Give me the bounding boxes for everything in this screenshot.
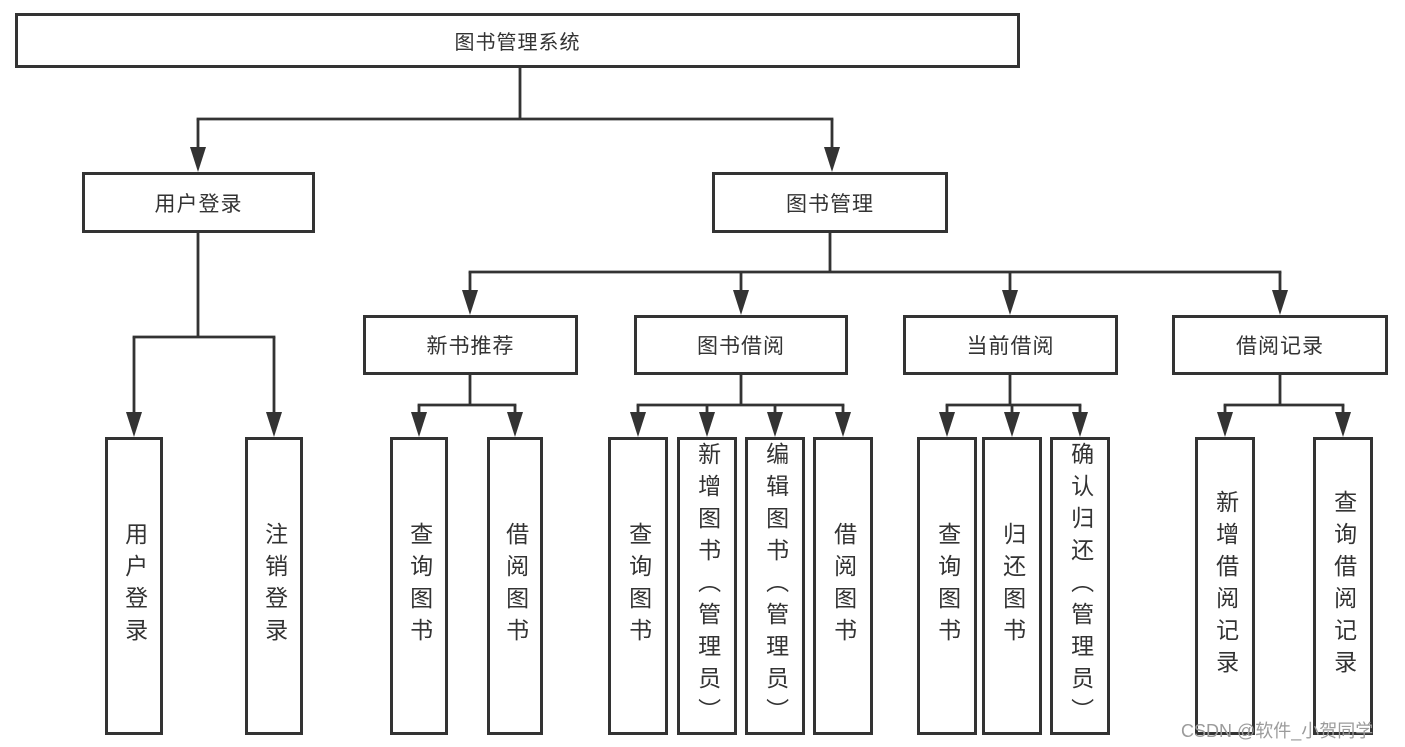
leaf-confirm-return-admin: 确认归还（管理员） <box>1050 437 1110 735</box>
node-label: 用户登录 <box>154 192 243 216</box>
node-label: 查询图书 <box>625 522 652 650</box>
leaf-add-borrow-record: 新增借阅记录 <box>1195 437 1255 735</box>
leaf-return-books: 归还图书 <box>982 437 1042 735</box>
leaf-edit-books-admin: 编辑图书（管理员） <box>745 437 805 735</box>
node-label: 确认归还（管理员） <box>1067 442 1094 730</box>
node-label: 借阅记录 <box>1236 335 1324 358</box>
node-label: 图书管理 <box>786 192 874 216</box>
node-book-management-branch: 图书管理 <box>712 172 948 233</box>
leaf-user-login: 用户登录 <box>105 437 163 735</box>
node-label: 注销登录 <box>261 522 288 650</box>
node-new-book-recommendation: 新书推荐 <box>363 315 578 375</box>
node-label: 查询图书 <box>406 522 433 650</box>
node-label: 编辑图书（管理员） <box>762 442 789 730</box>
node-label: 新增图书（管理员） <box>694 442 721 730</box>
leaf-query-borrow-record: 查询借阅记录 <box>1313 437 1373 735</box>
leaf-query-books-current: 查询图书 <box>917 437 977 735</box>
node-borrowing-records: 借阅记录 <box>1172 315 1388 375</box>
node-label: 图书管理系统 <box>454 32 581 54</box>
node-label: 借阅图书 <box>830 522 857 650</box>
watermark: CSDN @软件_小贺同学 <box>1181 721 1374 741</box>
node-current-borrowing: 当前借阅 <box>903 315 1118 375</box>
node-label: 归还图书 <box>999 522 1026 650</box>
leaf-logout: 注销登录 <box>245 437 303 735</box>
node-label: 借阅图书 <box>502 522 529 650</box>
node-label: 查询图书 <box>934 522 961 650</box>
leaf-query-books-recommend: 查询图书 <box>390 437 448 735</box>
leaf-borrow-books: 借阅图书 <box>813 437 873 735</box>
node-library-management-system: 图书管理系统 <box>15 13 1020 68</box>
leaf-query-books-borrowing: 查询图书 <box>608 437 668 735</box>
node-label: 新增借阅记录 <box>1212 490 1239 682</box>
leaf-borrow-books-recommend: 借阅图书 <box>487 437 543 735</box>
node-label: 查询借阅记录 <box>1330 490 1357 682</box>
node-label: 用户登录 <box>121 522 148 650</box>
node-label: 图书借阅 <box>697 335 785 358</box>
node-label: 当前借阅 <box>966 335 1055 358</box>
node-book-borrowing: 图书借阅 <box>634 315 848 375</box>
node-label: 新书推荐 <box>426 335 515 358</box>
node-user-login-branch: 用户登录 <box>82 172 315 233</box>
leaf-add-books-admin: 新增图书（管理员） <box>677 437 737 735</box>
